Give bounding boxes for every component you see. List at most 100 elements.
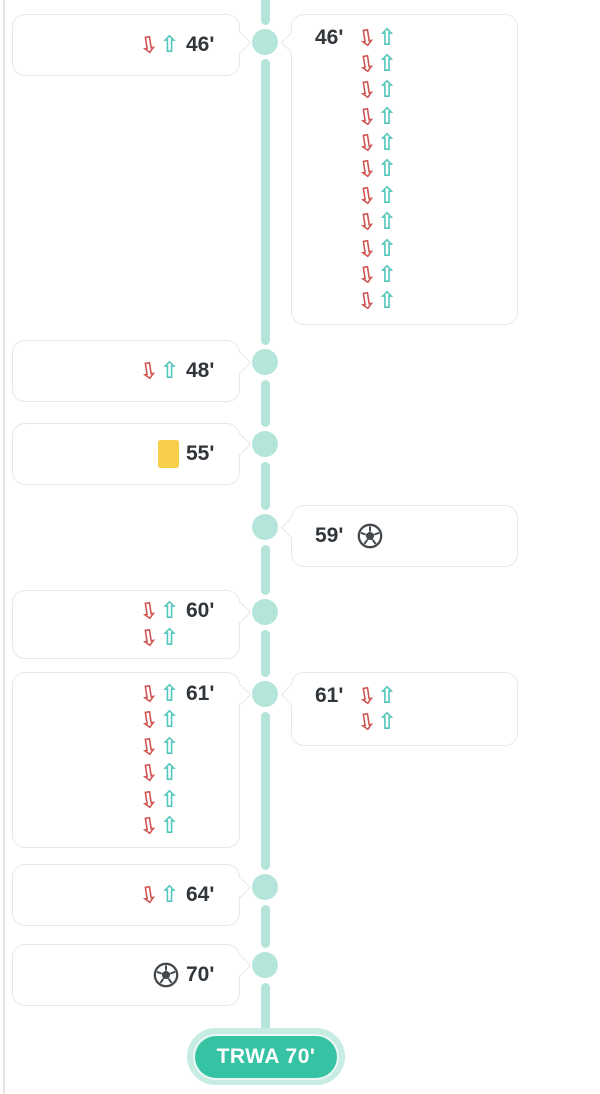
sub-in-arrow-icon: ⇧: [159, 812, 179, 839]
event-time: 64': [186, 882, 215, 906]
soccer-ball-icon: [357, 523, 383, 549]
sub-out-arrow-icon: ⇩: [355, 129, 379, 159]
event-card-48-home: ⇩⇧ 48': [12, 340, 251, 402]
timeline-segment: [260, 380, 270, 427]
sub-out-arrow-icon: ⇩: [137, 733, 161, 763]
sub-out-arrow-icon: ⇩: [137, 812, 161, 842]
sub-in-arrow-icon: ⇧: [159, 786, 179, 813]
substitution-icon: ⇩⇧: [355, 261, 396, 291]
timeline-dot-60: [252, 599, 278, 625]
sub-out-arrow-icon: ⇩: [137, 881, 161, 911]
event-time: 55': [186, 442, 215, 465]
sub-out-arrow-icon: ⇩: [137, 597, 161, 627]
substitution-icon: ⇩⇧: [137, 881, 179, 911]
substitution-row: 61' ⇩⇧: [315, 682, 397, 712]
substitution-icon: ⇩⇧: [355, 50, 396, 80]
timeline-dot-70: [252, 952, 278, 978]
substitution-icon: ⇩⇧: [137, 786, 179, 815]
timeline-segment: [260, 630, 270, 677]
sub-in-arrow-icon: ⇧: [159, 760, 179, 787]
sub-out-arrow-icon: ⇩: [137, 680, 161, 710]
event-time: 46': [315, 25, 344, 49]
substitution-row: ⇩⇧: [137, 786, 226, 815]
timeline-dot-59: [252, 514, 278, 540]
substitution-icon: ⇩⇧: [137, 812, 179, 842]
substitution-icon: ⇩⇧: [138, 624, 179, 653]
sub-in-arrow-icon: ⇧: [159, 881, 179, 908]
sub-in-arrow-icon: ⇧: [377, 682, 397, 709]
sub-in-arrow-icon: ⇧: [377, 103, 397, 130]
timeline-segment: [260, 905, 270, 948]
substitution-row: ⇩⇧ 61': [137, 680, 226, 710]
substitution-row: ⇩⇧ 48': [138, 357, 226, 387]
sub-out-arrow-icon: ⇩: [355, 261, 379, 291]
substitution-icon: ⇩⇧: [137, 733, 179, 763]
substitution-row: ⇩⇧: [315, 288, 396, 317]
substitution-row: ⇩⇧: [315, 208, 396, 238]
substitution-icon: ⇩⇧: [355, 182, 396, 212]
event-card-70-home: 70': [12, 944, 251, 1006]
match-status-badge-halo: TRWA 70': [187, 1028, 345, 1085]
substitution-icon: ⇩⇧: [137, 597, 179, 627]
substitution-row: ⇩⇧: [315, 129, 396, 159]
event-card-46-away: 46' ⇩⇧ ⇩⇧ ⇩⇧ ⇩⇧ ⇩⇧ ⇩⇧: [280, 14, 518, 325]
substitution-row: ⇩⇧: [315, 235, 396, 264]
match-status-badge: TRWA 70': [195, 1035, 337, 1078]
sub-out-arrow-icon: ⇩: [355, 208, 379, 238]
sub-out-arrow-icon: ⇩: [355, 182, 379, 212]
substitution-icon: ⇩⇧: [137, 31, 179, 61]
substitution-row: 46' ⇩⇧: [315, 24, 397, 53]
sub-in-arrow-icon: ⇧: [159, 31, 179, 58]
event-card-59-away: 59': [280, 505, 518, 567]
sub-out-arrow-icon: ⇩: [355, 156, 379, 185]
substitution-row: ⇩⇧: [137, 759, 226, 789]
substitution-icon: ⇩⇧: [138, 357, 179, 387]
sub-in-arrow-icon: ⇧: [159, 681, 179, 708]
event-card-61-away: 61' ⇩⇧ ⇩⇧: [280, 672, 518, 746]
sub-in-arrow-icon: ⇧: [377, 77, 397, 104]
sub-in-arrow-icon: ⇧: [377, 156, 397, 183]
sub-out-arrow-icon: ⇩: [137, 31, 161, 61]
substitution-icon: ⇩⇧: [355, 288, 396, 317]
substitution-row: ⇩⇧: [315, 261, 396, 291]
event-card-55-home: 55': [12, 423, 251, 485]
sub-in-arrow-icon: ⇧: [159, 357, 179, 384]
substitution-icon: ⇩⇧: [355, 77, 397, 106]
substitution-icon: ⇩⇧: [355, 103, 397, 133]
substitution-row: ⇩⇧: [315, 182, 396, 212]
sub-out-arrow-icon: ⇩: [355, 103, 379, 133]
substitution-row: ⇩⇧ 46': [137, 31, 226, 61]
sub-out-arrow-icon: ⇩: [137, 759, 161, 789]
substitution-row: ⇩⇧: [137, 812, 226, 842]
event-card-61-home: ⇩⇧ 61' ⇩⇧ ⇩⇧ ⇩⇧ ⇩⇧ ⇩⇧: [12, 672, 251, 848]
sub-in-arrow-icon: ⇧: [159, 624, 179, 651]
timeline-segment: [260, 712, 270, 870]
event-time: 59': [315, 523, 344, 547]
substitution-row: ⇩⇧: [315, 156, 397, 185]
goal-row: 70': [153, 962, 226, 988]
substitution-icon: ⇩⇧: [355, 208, 396, 238]
substitution-icon: ⇩⇧: [355, 24, 396, 53]
substitution-row: ⇩⇧: [315, 77, 397, 106]
timeline-dot-46: [252, 29, 278, 55]
event-card-60-home: ⇩⇧ 60' ⇩⇧: [12, 590, 251, 659]
timeline-segment: [260, 983, 270, 1034]
timeline-segment: [260, 545, 270, 595]
timeline-segment: [260, 462, 270, 510]
substitution-row: ⇩⇧ 60': [137, 597, 226, 627]
sub-out-arrow-icon: ⇩: [355, 50, 379, 80]
sub-out-arrow-icon: ⇩: [137, 786, 161, 815]
substitution-icon: ⇩⇧: [355, 156, 397, 185]
substitution-row: ⇩⇧: [315, 103, 397, 133]
soccer-ball-icon: [153, 962, 179, 988]
substitution-icon: ⇩⇧: [137, 759, 179, 789]
sub-in-arrow-icon: ⇧: [159, 598, 179, 625]
substitution-row: ⇩⇧: [315, 709, 396, 738]
event-card-64-home: ⇩⇧ 64': [12, 864, 251, 926]
sub-out-arrow-icon: ⇩: [355, 682, 379, 712]
event-card-46-home: ⇩⇧ 46': [12, 14, 251, 76]
event-time: 61': [315, 683, 344, 707]
event-time: 46': [186, 32, 215, 56]
event-time: 70': [186, 962, 215, 986]
